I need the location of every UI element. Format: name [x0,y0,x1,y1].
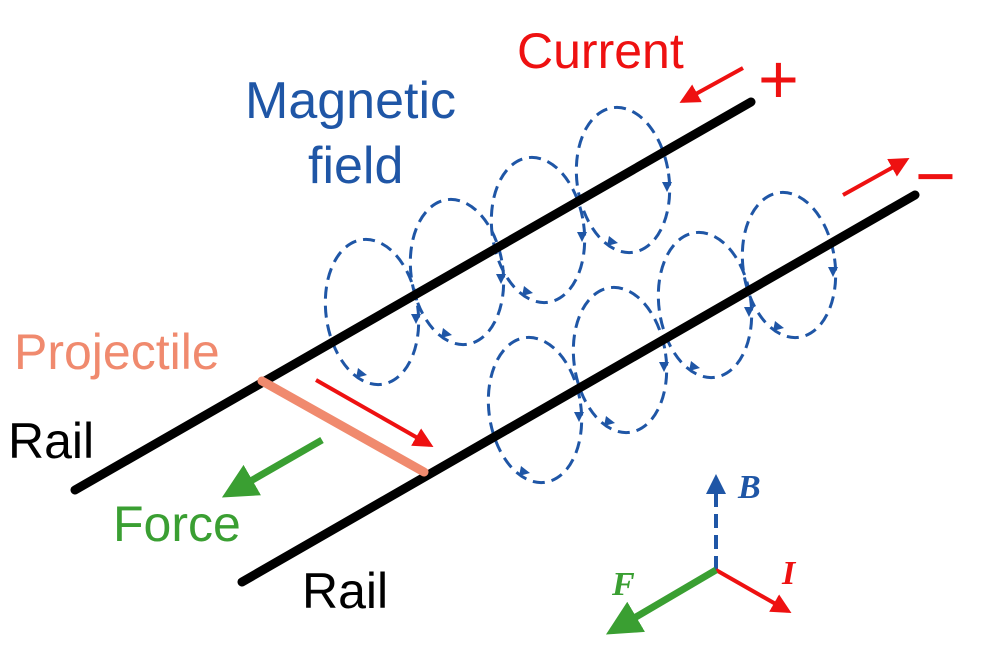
projectile-label: Projectile [14,324,220,380]
axis-b-label: B [737,469,761,506]
rail-upper-label: Rail [8,413,94,469]
field-direction-arrowhead [828,267,838,277]
field-loop [489,155,587,305]
field-direction-arrowhead [607,236,618,246]
magnetic-field-label-line2: field [308,137,403,195]
force-label: Force [113,496,241,552]
field-direction-arrowhead [496,274,506,284]
field-direction-arrowhead [773,321,784,331]
field-loop-ellipse [489,155,587,305]
rail-lower [237,190,920,587]
field-loop-ellipse [408,197,506,347]
field-direction-arrowhead [522,286,533,296]
current-out-arrow [842,158,910,197]
axis-i-label: I [781,555,797,592]
projectile-bar [257,376,429,477]
current-through-projectile-arrow [315,378,434,447]
axis-i-arrow [715,568,792,613]
magnetic-field-label-line1: Magnetic [245,72,456,130]
field-loop [408,197,506,347]
field-direction-arrowhead [744,307,754,317]
axis-triad [605,474,792,635]
force-arrow [221,436,324,498]
current-label: Current [517,23,684,79]
field-direction-arrowhead [659,362,669,372]
plus-sign: + [758,40,799,118]
field-direction-arrowhead [356,368,367,378]
field-direction-arrowhead [689,361,700,371]
field-loop [574,105,672,255]
field-direction-arrowhead [662,182,672,192]
field-direction-arrowhead [574,412,584,422]
current-in-arrow [679,66,744,103]
rail-lower-label: Rail [302,563,388,619]
axis-f-arrow [605,566,718,635]
field-direction-arrowhead [604,416,615,426]
field-direction-arrowhead [441,328,452,338]
field-direction-arrowhead [411,314,421,324]
minus-sign: − [915,137,956,215]
axis-f-label: F [611,566,635,603]
field-direction-arrowhead [577,232,587,242]
field-loop-ellipse [574,105,672,255]
field-direction-arrowhead [519,466,530,476]
rail-upper [70,97,756,495]
